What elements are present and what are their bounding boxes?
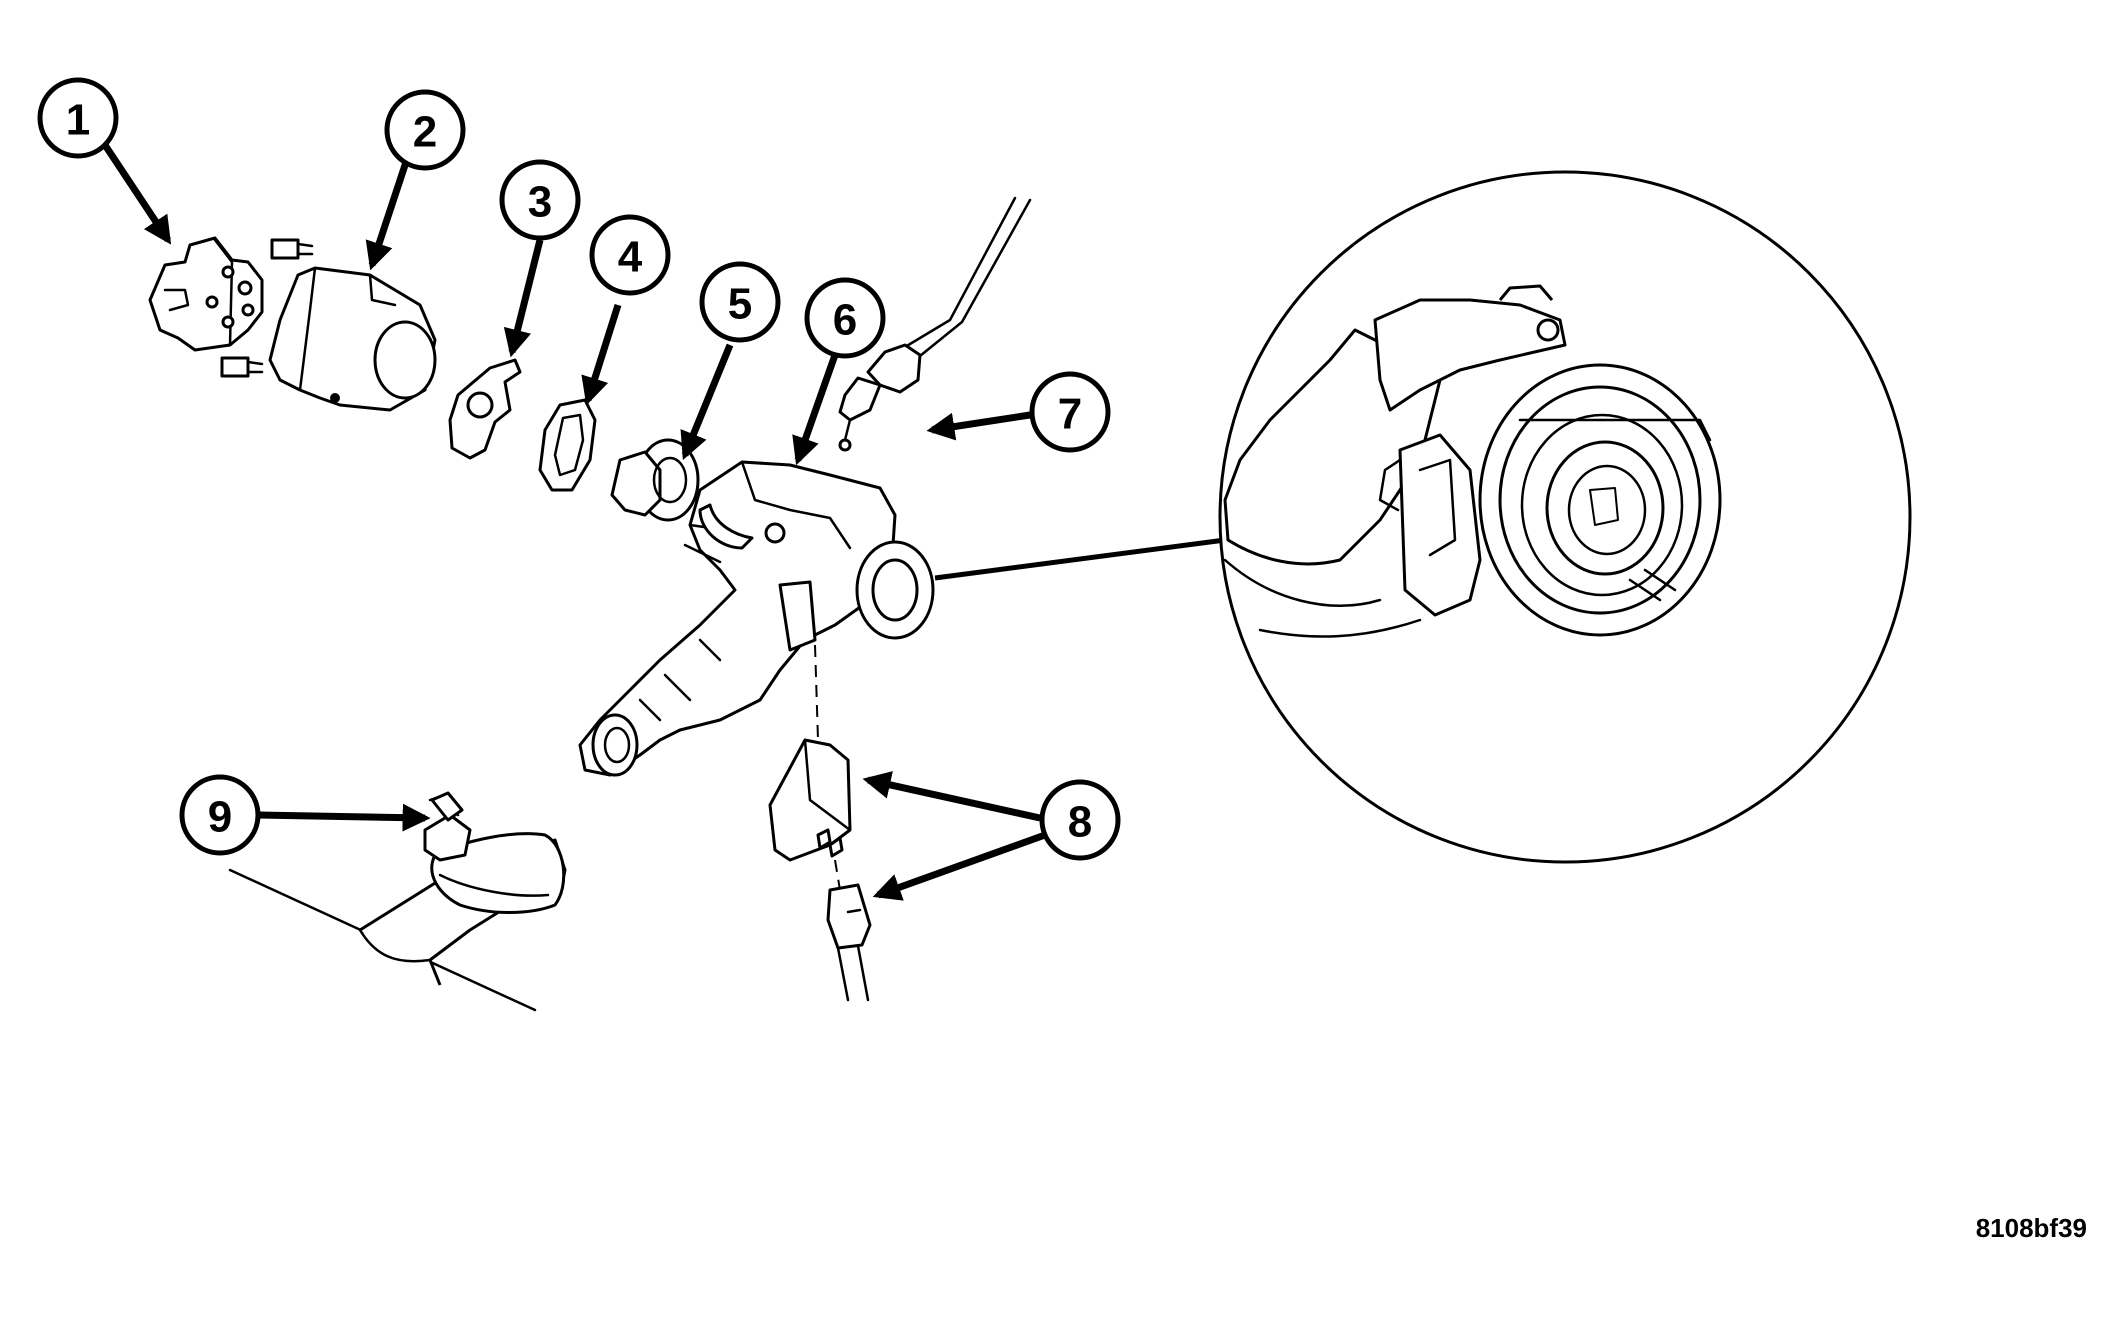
leader-1: [102, 143, 172, 245]
callout-label: 9: [208, 793, 232, 842]
part-retainer: [448, 358, 522, 460]
leader-4: [581, 303, 622, 406]
figure-id: 8108bf39: [1975, 1213, 2087, 1243]
callout-label: 7: [1058, 390, 1082, 439]
callout-6: 6: [804, 277, 886, 359]
callout-label: 3: [528, 178, 552, 227]
callout-label: 6: [833, 296, 857, 345]
detail-magnifier: [934, 170, 1912, 864]
leader-6: [792, 353, 839, 466]
callout-1: 1: [37, 77, 119, 159]
screw-upper: [270, 238, 314, 260]
leader-3: [503, 239, 544, 358]
callout-label: 5: [728, 280, 752, 329]
leaders: [102, 143, 1047, 901]
leader-8b: [872, 831, 1047, 901]
callout-label: 8: [1068, 798, 1092, 847]
callout-5: 5: [699, 261, 781, 343]
callout-3: 3: [499, 159, 581, 241]
part-ignition-switch: [148, 236, 264, 352]
callout-7: 7: [1029, 371, 1111, 453]
leader-9: [257, 803, 431, 832]
callout-4: 4: [589, 214, 671, 296]
part-column-housing: [578, 460, 935, 777]
callout-label: 4: [618, 233, 643, 282]
part-sensor-cable: [838, 196, 1032, 452]
leader-7: [926, 411, 1031, 441]
part-bezel: [538, 398, 597, 492]
part-connector: [768, 644, 872, 1002]
screw-lower: [220, 356, 264, 378]
part-column-shaft: [228, 791, 567, 1012]
callout-2: 2: [384, 89, 466, 171]
callout-8: 8: [1039, 779, 1121, 861]
callout-label: 1: [66, 96, 90, 145]
leader-2: [365, 148, 414, 271]
leader-5: [680, 343, 734, 461]
callout-9: 9: [179, 774, 261, 856]
part-lock-housing: [268, 266, 437, 412]
callout-label: 2: [413, 108, 437, 157]
leader-8a: [862, 771, 1041, 822]
